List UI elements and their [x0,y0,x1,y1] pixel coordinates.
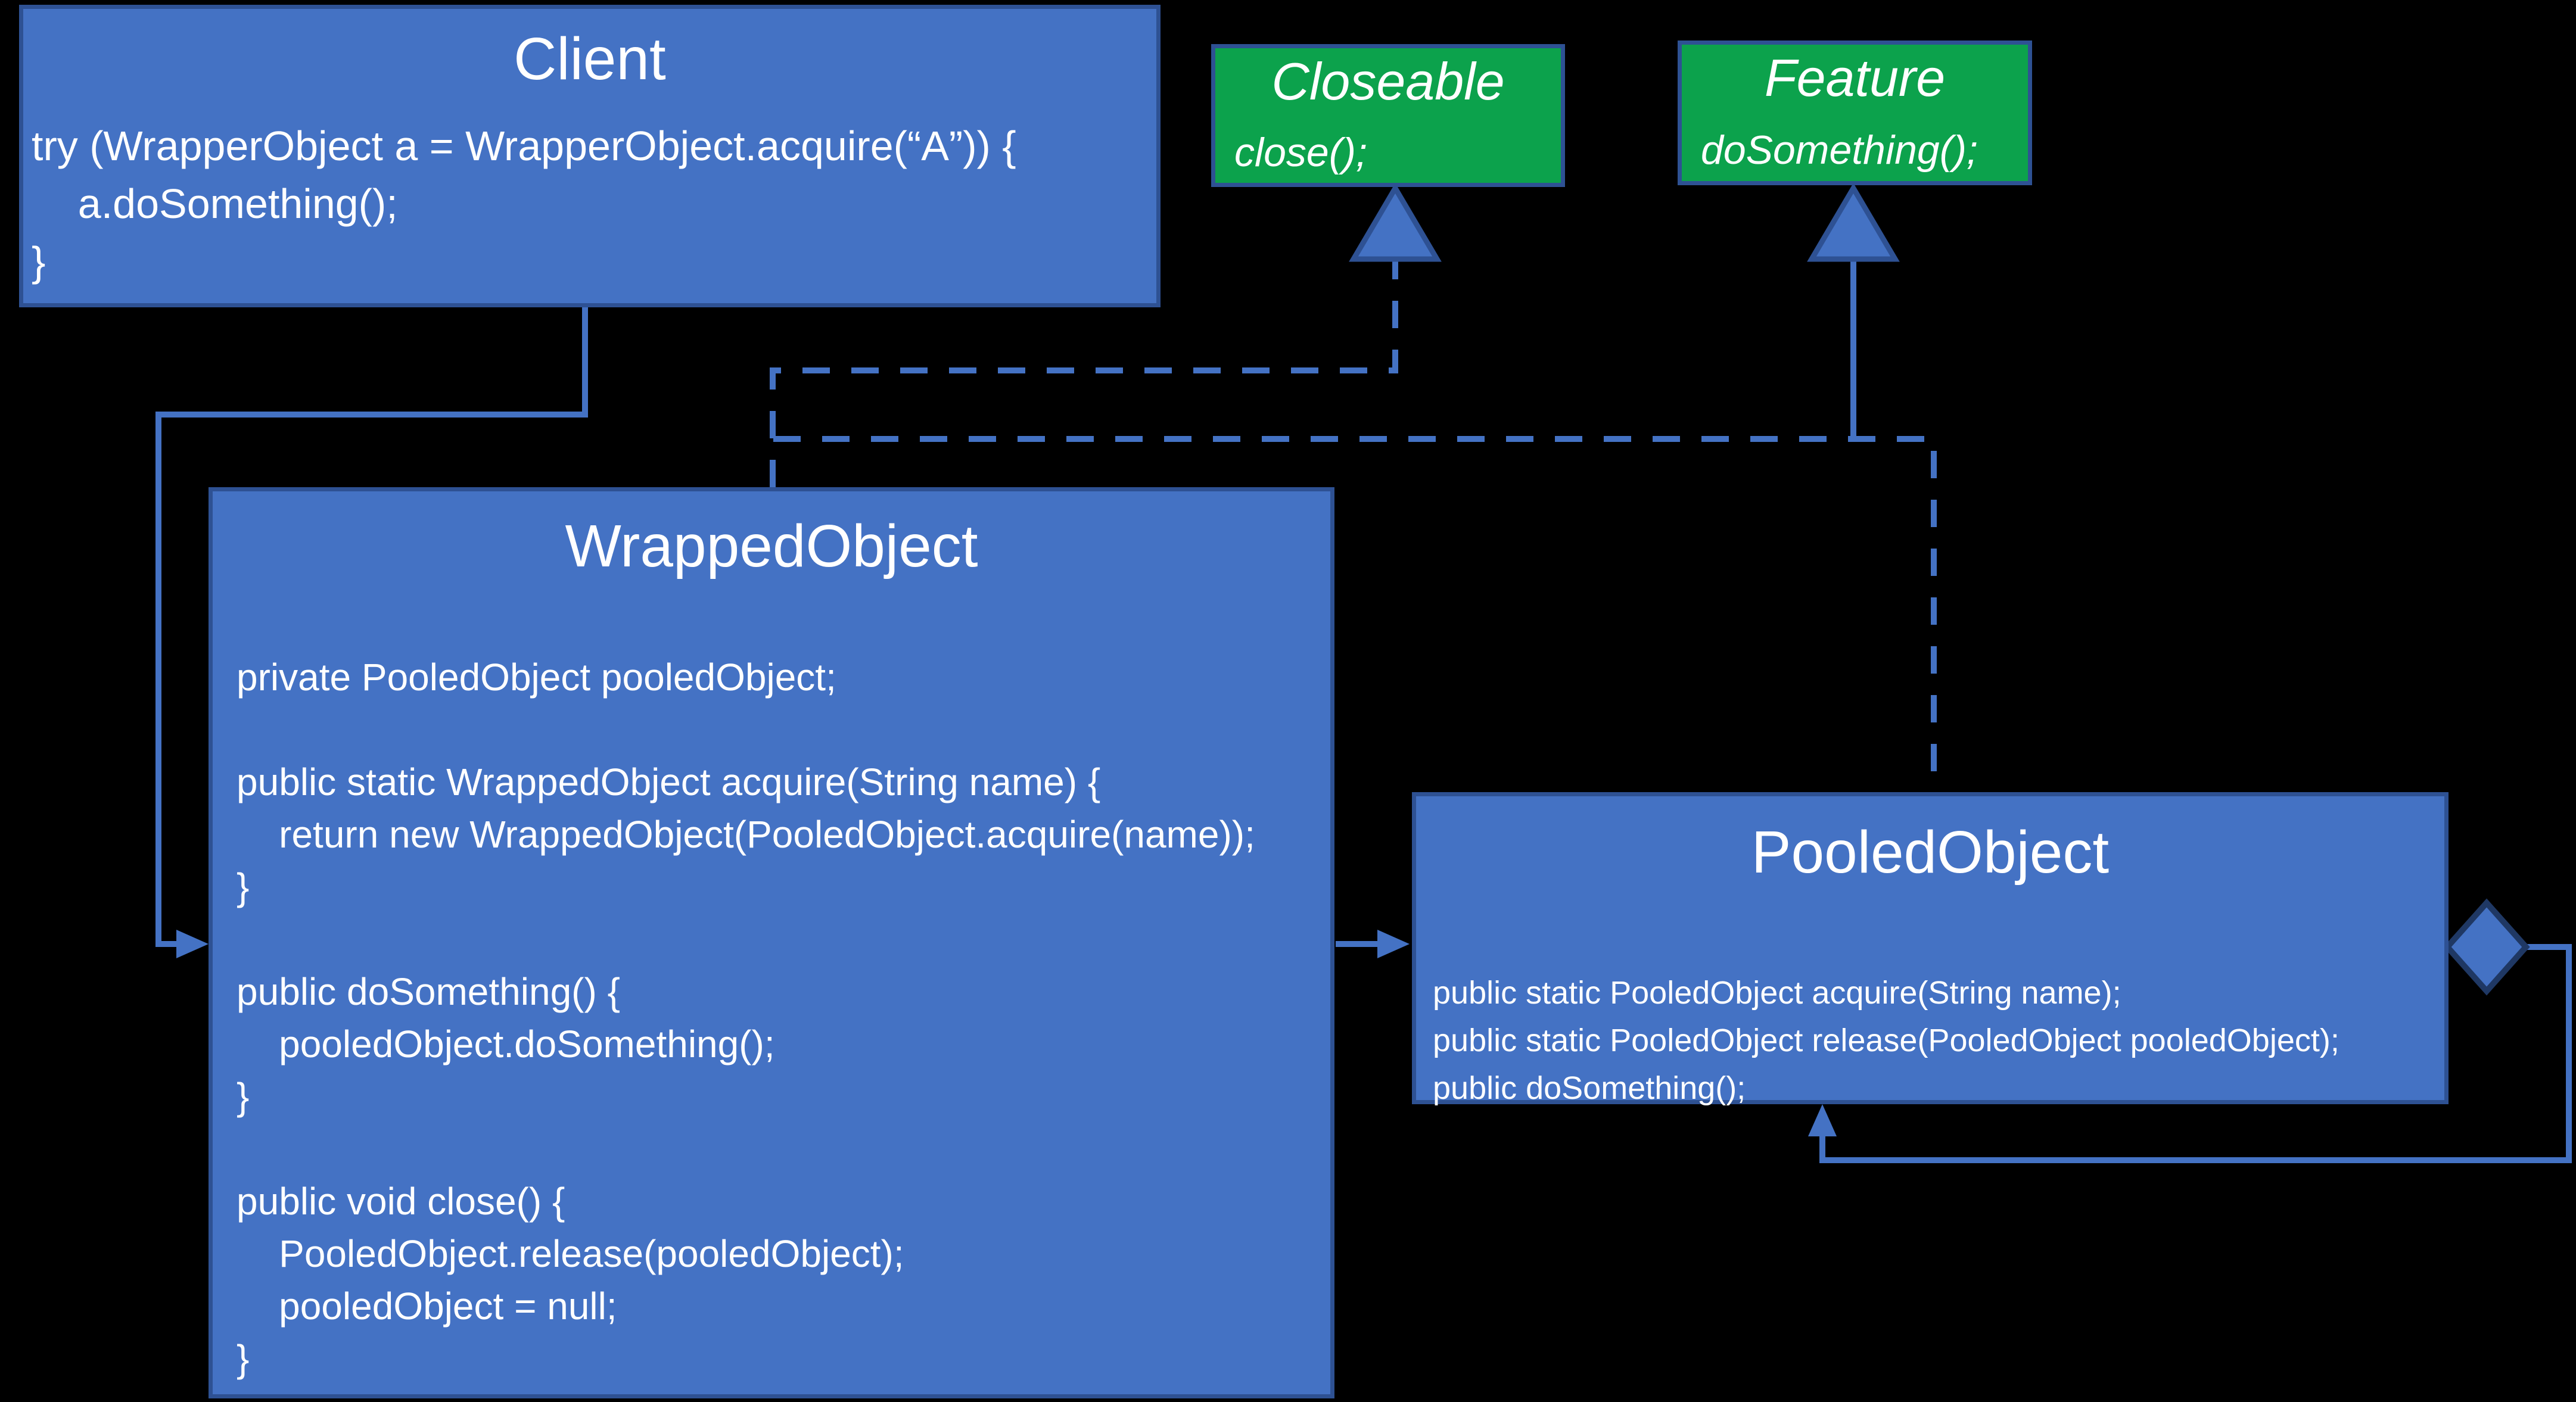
code-line: } [237,1075,250,1118]
pooledobject-code: public static PooledObject acquire(Strin… [1433,969,2440,1112]
code-line: try (WrapperObject a = WrapperObject.acq… [32,123,1016,169]
code-line: public doSomething(); [1433,1070,1746,1106]
client-arrowhead [176,930,209,958]
client-title: Client [514,26,666,92]
wrappedobject-code: private PooledObject pooledObject; publi… [237,651,1324,1385]
code-line: } [237,865,250,908]
code-line: public void close() { [237,1180,565,1223]
feature-method: doSomething(); [1701,127,1978,173]
pooledobject-class-box: PooledObject public static PooledObject … [1412,792,2449,1106]
pooledobject-title: PooledObject [1751,819,2110,886]
client-code: try (WrapperObject a = WrapperObject.acq… [32,117,1150,291]
closeable-method: close(); [1234,130,1367,175]
code-line: private PooledObject pooledObject; [237,656,836,699]
feature-interface-box: Feature doSomething(); [1678,40,2032,185]
code-line: return new WrappedObject(PooledObject.ac… [237,813,1255,856]
code-line: } [32,238,46,285]
code-line [237,913,1324,965]
code-line: public static WrappedObject acquire(Stri… [237,761,1101,803]
code-line [237,703,1324,756]
code-line: public static PooledObject release(Poole… [1433,1023,2339,1058]
code-line: public doSomething() { [237,970,620,1013]
wrappedobject-arrowhead [1377,930,1410,958]
code-line: } [237,1337,250,1380]
aggregation-diamond [2443,898,2530,996]
wrappedobject-class-box: WrappedObject private PooledObject poole… [209,487,1334,1398]
closeable-title: Closeable [1271,52,1505,111]
closeable-triangle-arrowhead [1349,183,1442,262]
code-line: PooledObject.release(pooledObject); [237,1232,904,1275]
wrappedobject-title: WrappedObject [565,513,978,580]
client-class-box: Client try (WrapperObject a = WrapperObj… [19,5,1161,307]
code-line: public static PooledObject acquire(Strin… [1433,975,2121,1011]
feature-triangle-arrowhead [1807,183,1900,262]
code-line: pooledObject = null; [237,1285,617,1328]
code-line: a.doSomething(); [32,180,398,227]
closeable-interface-box: Closeable close(); [1211,44,1565,187]
code-line: pooledObject.doSomething(); [237,1023,775,1065]
feature-title: Feature [1764,48,1946,107]
code-line [237,1123,1324,1175]
